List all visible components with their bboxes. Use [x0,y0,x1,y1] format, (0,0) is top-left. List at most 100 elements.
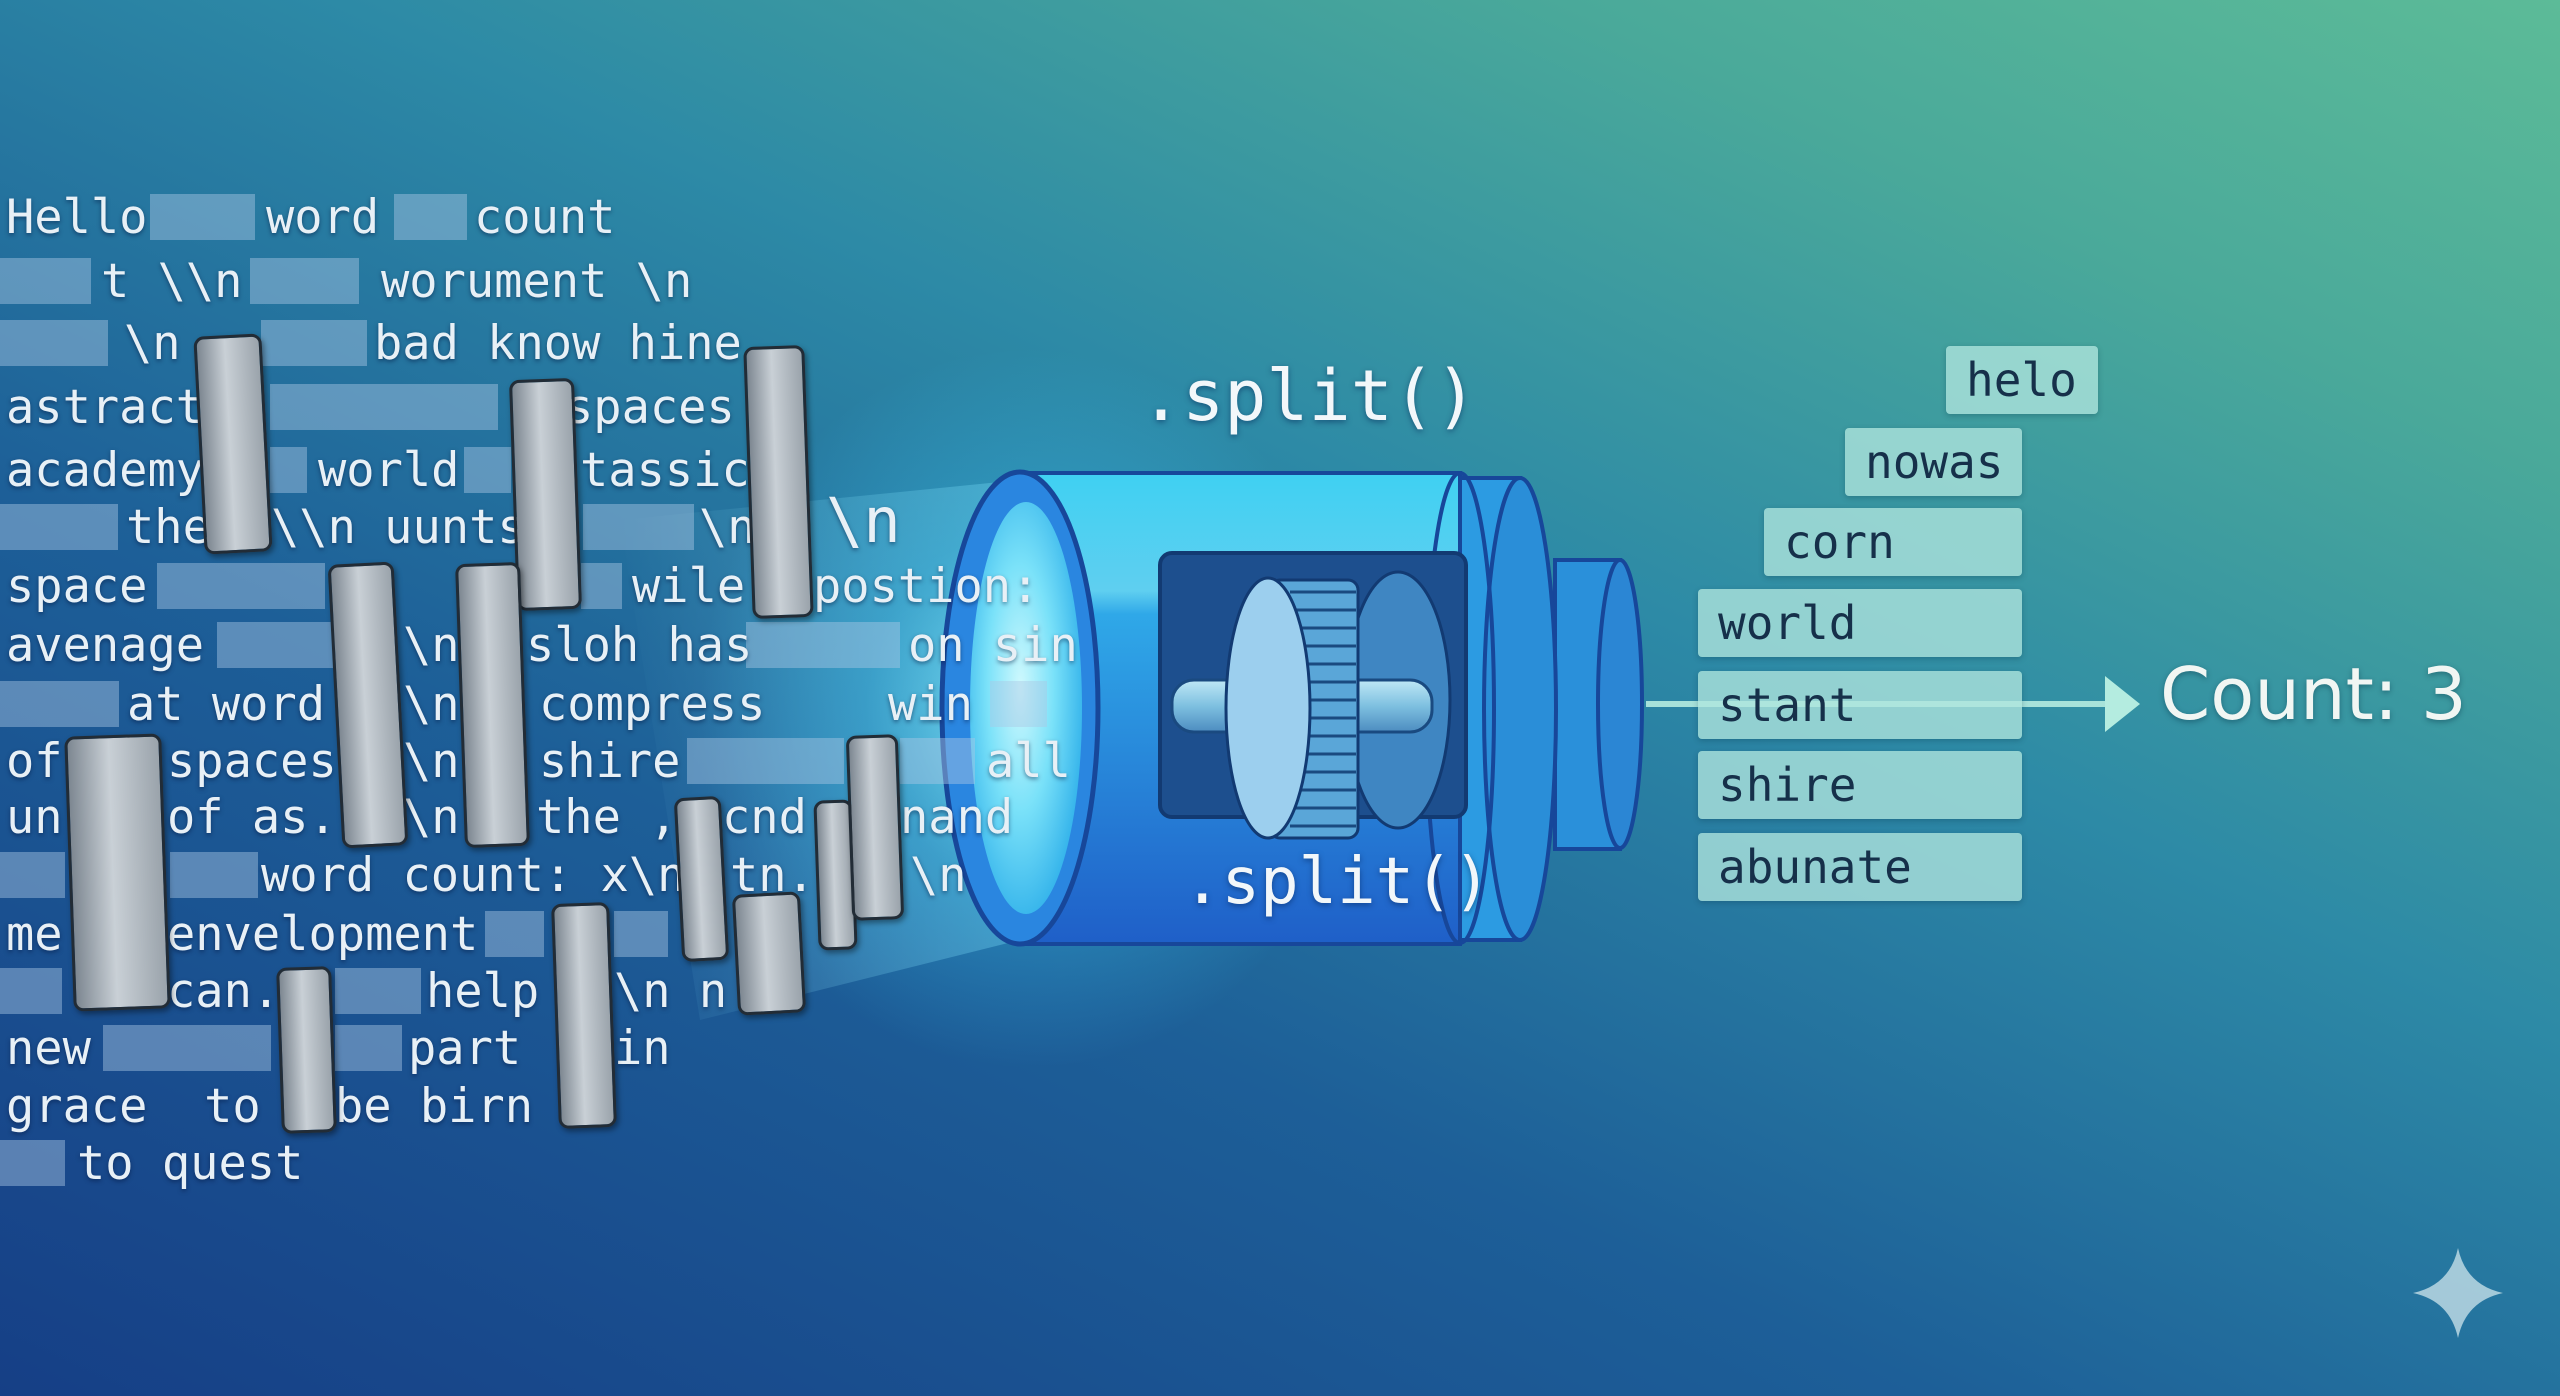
source-word: all [986,734,1071,789]
output-token: corn [1764,508,2022,576]
source-word: new [6,1021,91,1076]
source-word: envelopment [167,907,479,962]
source-word: win [888,677,973,732]
redacted-space-block [464,447,511,493]
source-word: sloh has [526,618,753,673]
source-word: worument \n [381,254,693,309]
inspection-window [1158,551,1468,840]
source-word: world [318,443,460,498]
source-word: of as. [167,790,337,845]
redacted-space-block [217,622,335,668]
output-token: shire [1698,751,2022,819]
redacted-space-block [990,681,1047,727]
source-word: help [426,964,540,1019]
output-token: world [1698,589,2022,657]
output-token: stant [1698,671,2022,739]
redacted-space-block [335,968,421,1014]
redacted-space-block [103,1025,271,1071]
split-bracket-bar [64,733,171,1012]
redacted-space-block [270,447,307,493]
source-word: avenage [6,618,205,673]
sparkle-icon [2413,1248,2503,1338]
redacted-space-block [150,194,255,240]
front-opening [939,469,1101,947]
source-word: \n [403,734,460,789]
source-word: \n [124,316,181,371]
redacted-space-block [270,384,498,430]
source-word: me [6,907,63,962]
source-word: \n [403,618,460,673]
redacted-space-block [614,911,668,957]
split-label-body: .split() [1183,845,1492,919]
source-word: can. [167,964,281,1019]
source-word: spaces [167,734,337,789]
source-word: at word [127,677,326,732]
redacted-space-block [394,194,467,240]
source-word: part [408,1021,522,1076]
redacted-space-block [0,258,91,304]
source-word: Hello [6,190,148,245]
source-word: word [266,190,380,245]
source-word: tassic [580,443,750,498]
redacted-space-block [0,968,62,1014]
split-bracket-bar [455,561,530,849]
gear-icon [1224,576,1360,840]
split-bracket-bar [193,333,273,555]
output-token: nowas [1845,428,2022,496]
redacted-space-block [157,563,325,609]
source-word: \n [403,677,460,732]
source-word: academy [6,443,205,498]
source-word: \n [699,500,756,555]
source-word: \n n [614,964,728,1019]
source-word: of [6,734,63,789]
source-word: t \\n [101,254,243,309]
source-word: bad know hine [374,316,742,371]
source-word: nand [900,790,1014,845]
redacted-space-block [170,852,258,898]
source-word: count [474,190,616,245]
source-word: \n [910,848,967,903]
source-word: the [126,500,211,555]
redacted-space-block [687,738,844,784]
output-token: abunate [1698,833,2022,901]
split-bracket-bar [276,966,337,1134]
source-word: spaces [565,380,735,435]
source-word: \n [403,790,460,845]
redacted-space-block [485,911,544,957]
redacted-space-block [900,738,975,784]
source-word: shire [539,734,681,789]
output-token: helo [1946,346,2098,414]
source-word: the , [536,790,678,845]
source-word: postion: [813,559,1040,614]
source-word: un [6,790,63,845]
source-word: grace to [6,1079,261,1134]
word-count-result: Count: 3 [2160,652,2467,736]
redacted-space-block [335,1025,402,1071]
redacted-space-block [0,852,65,898]
redacted-space-block [0,320,108,366]
source-word: in [614,1021,671,1076]
redacted-space-block [250,258,359,304]
source-word: to quest [77,1136,304,1191]
source-word: on sin [908,618,1078,673]
split-bracket-bar [845,734,905,921]
source-word: \n [826,484,901,557]
split-bracket-bar [551,902,617,1129]
split-bracket-bar [673,795,730,963]
split-bracket-bar [731,891,807,1016]
split-bracket-bar [743,345,814,619]
redacted-space-block [583,504,694,550]
source-word: cnd [722,790,807,845]
redacted-space-block [581,563,622,609]
source-word: compress [539,677,766,732]
redacted-space-block [0,681,119,727]
redacted-space-block [0,1140,65,1186]
source-word: astract [6,380,205,435]
source-word: wile [632,559,746,614]
split-label-top: .split() [1140,355,1478,437]
rear-cylinder [1553,558,1644,851]
redacted-space-block [0,504,118,550]
redacted-space-block [746,622,900,668]
source-word: tn. [730,848,815,903]
source-word: space [6,559,148,614]
